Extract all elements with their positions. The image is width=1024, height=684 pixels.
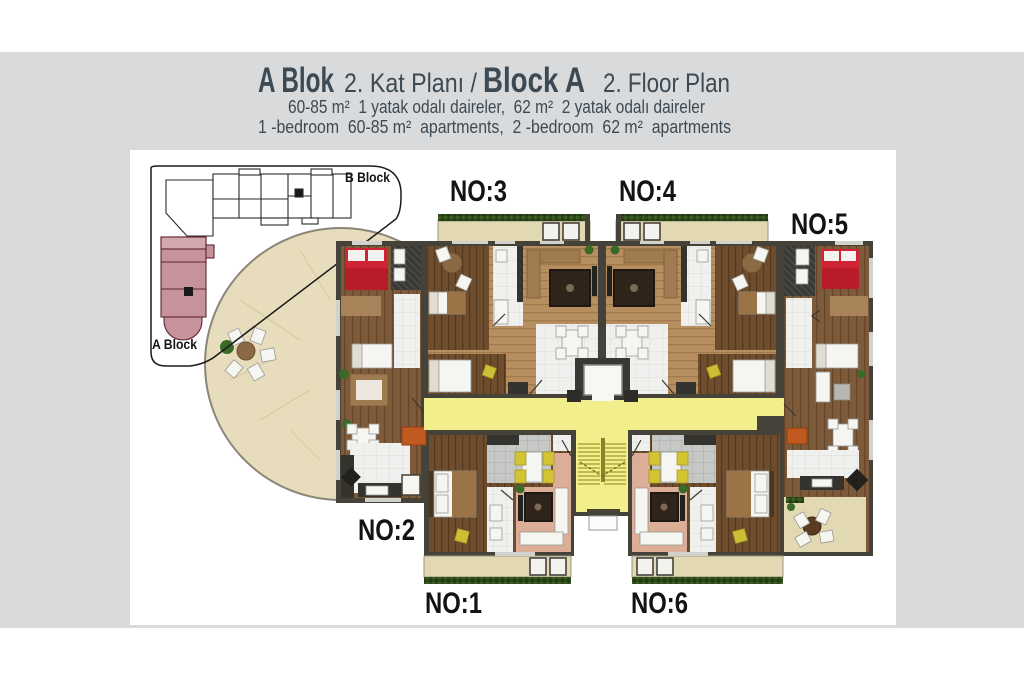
title-en-rest: 2. Floor Plan [603,68,730,98]
apartment-no4 [606,245,776,395]
inset-b-block [165,168,352,237]
inset-a-block [160,236,215,341]
windows [336,241,873,556]
stairwell [576,428,628,531]
apartment-no2 [339,246,427,498]
balcony-no1 [423,555,572,584]
label-no1: NO:1 [425,587,482,620]
dining-set [648,451,689,484]
site-inset: B Block A Block [150,165,402,367]
apartment-no6 [631,435,780,552]
sideboard-orange [786,427,808,445]
balcony-no4 [615,214,769,243]
b-block-label: B Block [345,169,390,185]
dining-set [615,325,649,360]
dining-set [555,325,589,360]
kitchen-floor [787,450,859,478]
label-no6: NO:6 [631,587,688,620]
label-no5: NO:5 [791,208,848,241]
balcony-no3 [437,214,591,243]
inset-outline [150,165,402,367]
subtitle-en: 1 -bedroom 60-85 m² apartments, 2 -bedro… [258,117,731,137]
apartment-no1 [429,435,572,552]
label-no3: NO:3 [450,175,507,208]
bed [726,470,774,518]
elevator [567,358,638,402]
title-tr-bold: A Blok [258,61,334,100]
subtitle-tr: 60-85 m² 1 yatak odalı daireler, 62 m² 2… [288,97,705,117]
apartment-no3 [428,245,598,395]
label-no4: NO:4 [619,175,676,208]
corridor [424,358,784,430]
terrace-no5 [784,497,866,552]
apartment-labels: NO:3 NO:4 NO:5 NO:2 NO:1 NO:6 [358,175,848,620]
title-tr-rest: 2. Kat Planı / [344,68,477,98]
title-en-bold: Block A [483,61,585,100]
building [336,214,873,584]
balcony-no6 [631,555,784,584]
sideboard-orange [401,426,427,446]
title: A Blok 2. Kat Planı / Block A 2. Floor P… [258,61,731,137]
bed [429,470,477,518]
a-block-label: A Block [152,336,197,352]
dining-set [514,451,555,484]
label-no2: NO:2 [358,514,415,547]
apartment-no5 [783,246,869,552]
